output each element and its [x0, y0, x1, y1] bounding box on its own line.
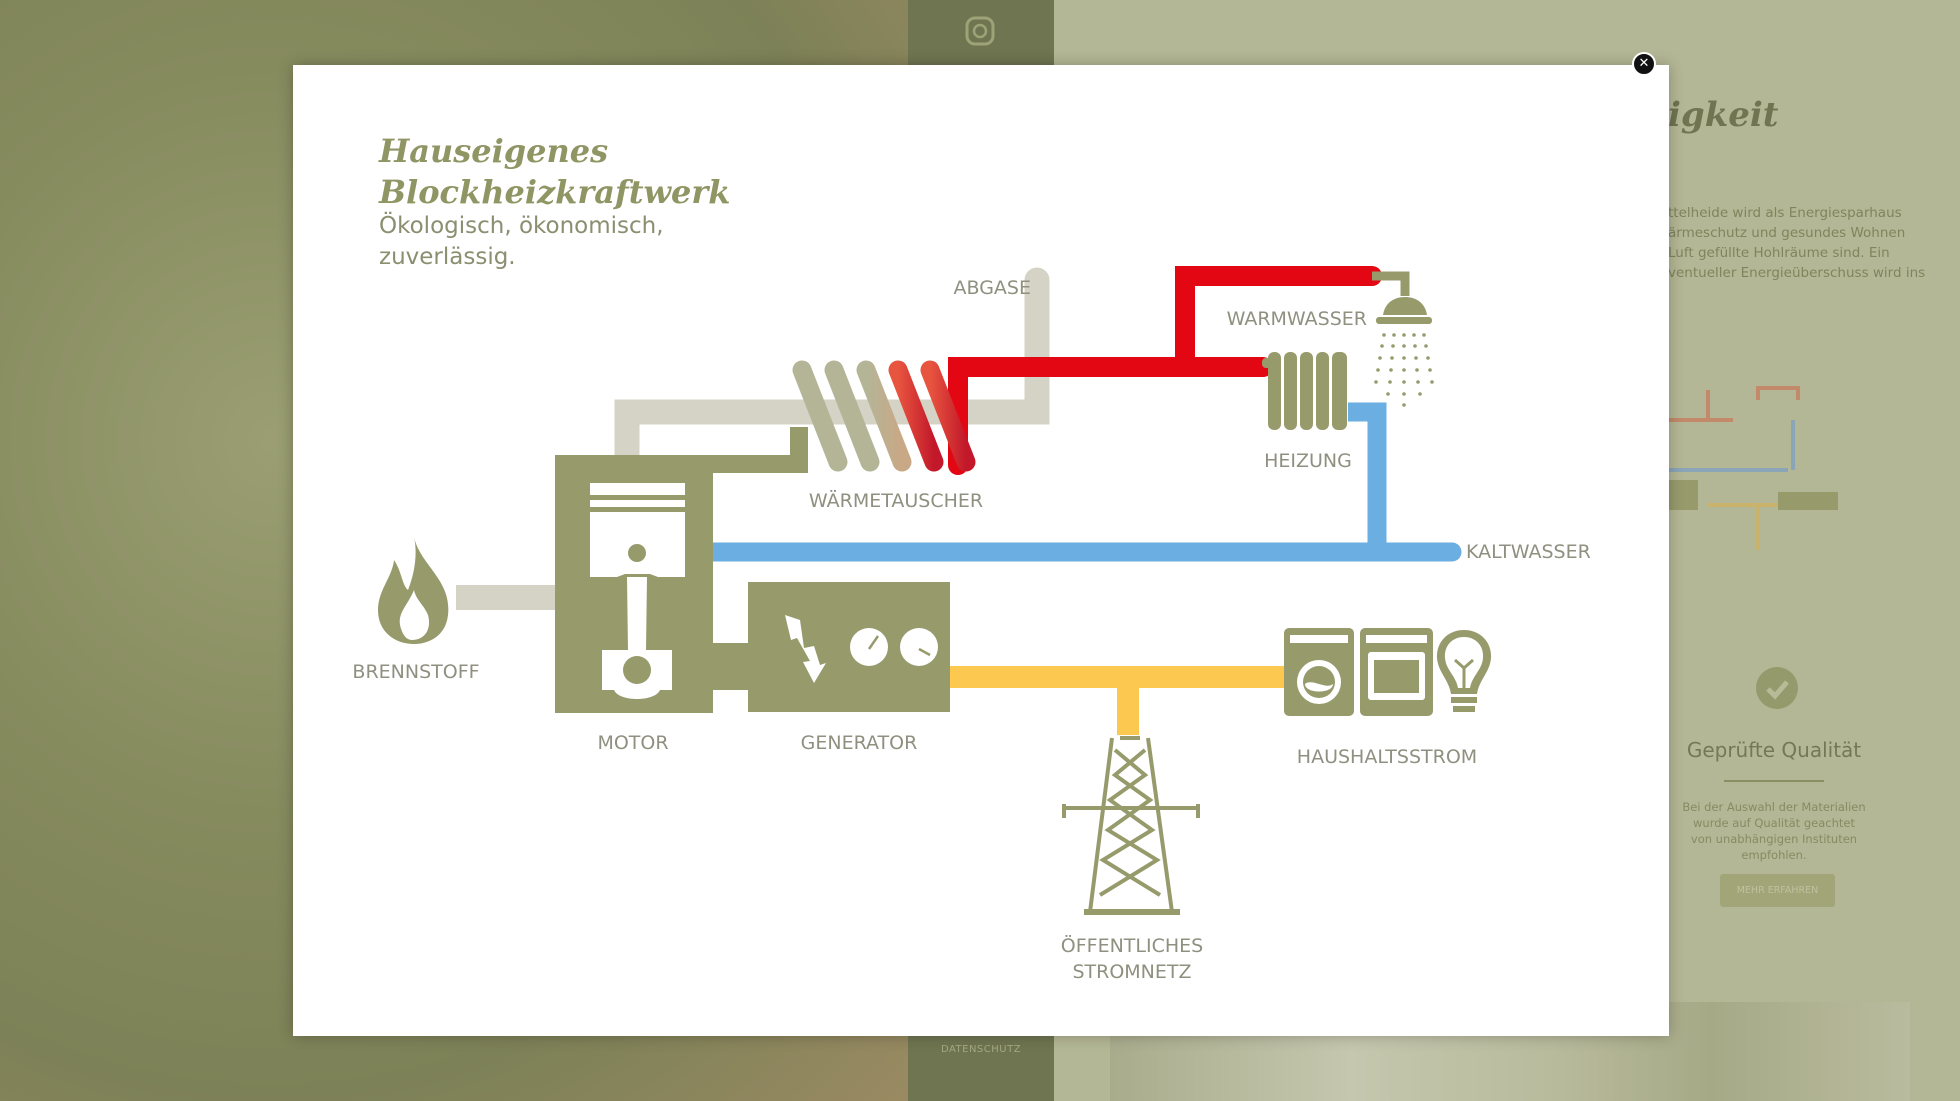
fuel-pipe — [456, 585, 556, 610]
label-motor: MOTOR — [597, 732, 668, 754]
privacy-link[interactable]: DATENSCHUTZ — [940, 1044, 1022, 1055]
label-heat-exchanger: WÄRMETAUSCHER — [809, 489, 983, 512]
paragraph-line: ventueller Energieüberschuss wird ins — [1668, 265, 1926, 281]
text-line: Bei der Auswahl der Materialien — [1682, 800, 1866, 814]
subtitle-line: Ökologisch, ökonomisch, — [379, 213, 664, 239]
motor-icon — [555, 455, 713, 713]
power-line — [950, 666, 1284, 735]
modal-subtitle: Ökologisch, ökonomisch, zuverlässig. — [379, 211, 664, 273]
power-pylon-icon — [1062, 736, 1200, 915]
title-line: Blockheizkraftwerk — [379, 173, 731, 211]
generator-icon — [748, 582, 950, 712]
label-heating: HEIZUNG — [1264, 450, 1352, 472]
light-bulb-icon — [1436, 630, 1492, 712]
label-cold-water: KALTWASSER — [1466, 541, 1591, 563]
label-generator: GENERATOR — [801, 732, 918, 754]
shaft — [713, 643, 749, 690]
divider — [1724, 780, 1824, 782]
quality-text: Bei der Auswahl der Materialien wurde au… — [1664, 799, 1884, 863]
exhaust-pipe — [614, 267, 1050, 473]
more-info-button[interactable]: MEHR ERFAHREN — [1720, 874, 1835, 907]
close-icon[interactable]: ✕ — [1632, 52, 1656, 76]
subtitle-line: zuverlässig. — [379, 244, 516, 270]
coolant-pipe — [713, 427, 808, 473]
oven-icon — [1360, 628, 1433, 716]
label-hot-water: WARMWASSER — [1227, 308, 1367, 330]
hot-water-pipe-branch — [1175, 266, 1382, 377]
leaf-logo-icon[interactable] — [963, 14, 997, 48]
paragraph-line: Luft gefüllte Hohlräume sind. Ein — [1668, 245, 1890, 261]
label-exhaust: ABGASE — [954, 277, 1031, 299]
paragraph-line: ärmeschutz und gesundes Wohnen — [1668, 225, 1906, 241]
label-household-power: HAUSHALTSSTROM — [1297, 746, 1477, 768]
cold-water-return — [1348, 402, 1387, 552]
quality-title: Geprüfte Qualität — [1686, 738, 1862, 762]
heat-exchanger-coil — [792, 360, 976, 472]
text-line: von unabhängigen Instituten empfohlen. — [1690, 832, 1858, 862]
flame-icon — [378, 537, 449, 644]
section-heading: igkeit — [1668, 95, 1779, 135]
modal-title: Hauseigenes Blockheizkraftwerk — [379, 131, 730, 213]
label-fuel: BRENNSTOFF — [352, 661, 479, 683]
section-paragraph: ttelheide wird als Energiesparhaus ärmes… — [1668, 203, 1925, 283]
radiator-icon — [1262, 352, 1347, 430]
mini-diagram-thumbnail[interactable] — [1668, 380, 1848, 590]
paragraph-line: ttelheide wird als Energiesparhaus — [1668, 205, 1902, 221]
label-grid-line1: ÖFFENTLICHES — [1061, 934, 1203, 957]
washing-machine-icon — [1284, 628, 1354, 716]
text-line: wurde auf Qualität geachtet — [1693, 816, 1855, 830]
check-circle-icon — [1756, 667, 1798, 709]
shower-icon — [1372, 271, 1434, 407]
label-grid-line2: STROMNETZ — [1072, 961, 1191, 983]
title-line: Hauseigenes — [379, 132, 609, 170]
